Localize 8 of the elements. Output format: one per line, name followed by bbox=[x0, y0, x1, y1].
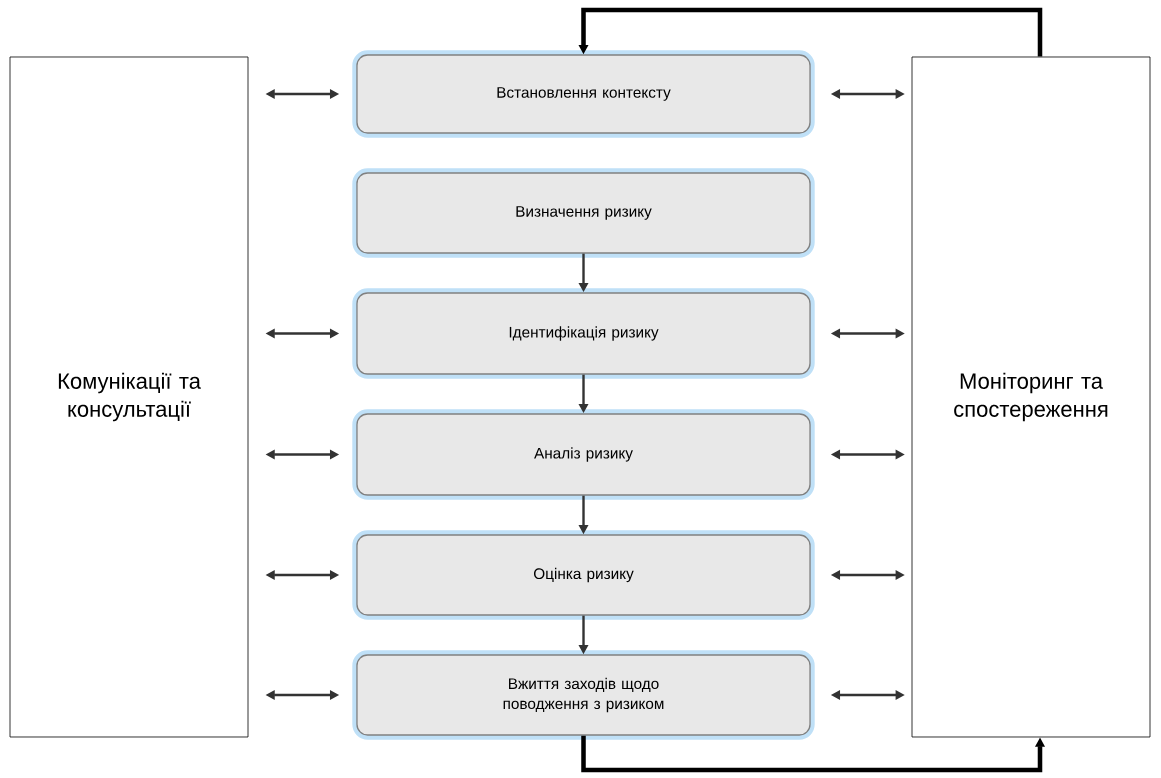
side-box: Комунікації та консультації bbox=[9, 56, 249, 738]
process-box: Встановлення контексту bbox=[352, 50, 815, 138]
process-box: Ідентифікація ризику bbox=[352, 288, 815, 379]
process-box: Оцінка ризику bbox=[352, 530, 815, 620]
process-box: Визначення ризику bbox=[352, 168, 815, 258]
side-box: Моніторинг та спостереження bbox=[911, 56, 1151, 738]
process-box: Аналіз ризику bbox=[352, 409, 815, 500]
process-box: Вжиття заходів щодо поводження з ризиком bbox=[352, 650, 815, 740]
